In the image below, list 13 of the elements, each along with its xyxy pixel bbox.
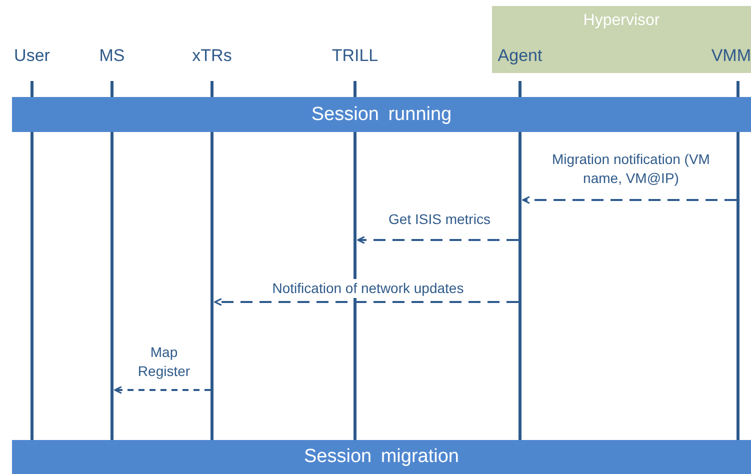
message-arrow (357, 236, 518, 244)
participant-label: VMM (711, 46, 751, 66)
panel-heading: Hypervisor (582, 12, 661, 30)
participant-label: xTRs (192, 46, 232, 66)
participant-label: TRILL (332, 46, 378, 66)
session-bar: Session migration (12, 440, 751, 474)
message-arrow (214, 298, 518, 306)
message-arrow (114, 386, 210, 394)
participant-label: Agent (498, 46, 542, 66)
participant-label: MS (99, 46, 125, 66)
message-arrow (522, 196, 736, 204)
participant-label: User (14, 46, 50, 66)
session-bar: Session running (12, 97, 751, 132)
